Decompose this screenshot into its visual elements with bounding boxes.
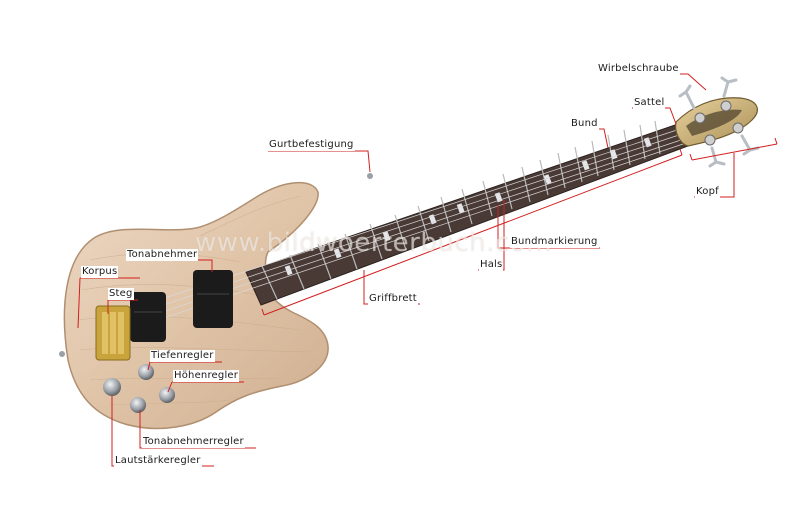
label-tiefenregler: Tiefenregler <box>150 350 215 362</box>
tuning-pegs <box>678 76 760 168</box>
fret-markers <box>284 137 652 276</box>
label-sattel: Sattel <box>633 97 666 109</box>
label-lautstaerkeregler: Lautstärkeregler <box>114 455 202 467</box>
label-kopf: Kopf <box>695 186 720 198</box>
label-bund: Bund <box>570 118 599 130</box>
label-steg: Steg <box>108 288 134 300</box>
label-hoehenregler: Höhenregler <box>173 370 240 382</box>
frets <box>261 120 661 300</box>
label-gurtbefestigung: Gurtbefestigung <box>268 139 355 151</box>
label-wirbelschraube: Wirbelschraube <box>597 63 680 75</box>
label-korpus: Korpus <box>81 266 119 278</box>
bridge <box>95 305 131 361</box>
control-knobs <box>103 364 175 413</box>
label-bundmarkierung: Bundmarkierung <box>510 236 599 248</box>
label-tonabnehmer: Tonabnehmer <box>126 249 199 261</box>
strap-button-top <box>367 173 373 179</box>
strap-button-bottom <box>59 351 65 357</box>
pickups <box>130 270 233 342</box>
label-tonabnehmerregler: Tonabnehmerregler <box>142 436 245 448</box>
label-griffbrett: Griffbrett <box>368 293 418 305</box>
label-hals: Hals <box>479 259 504 271</box>
